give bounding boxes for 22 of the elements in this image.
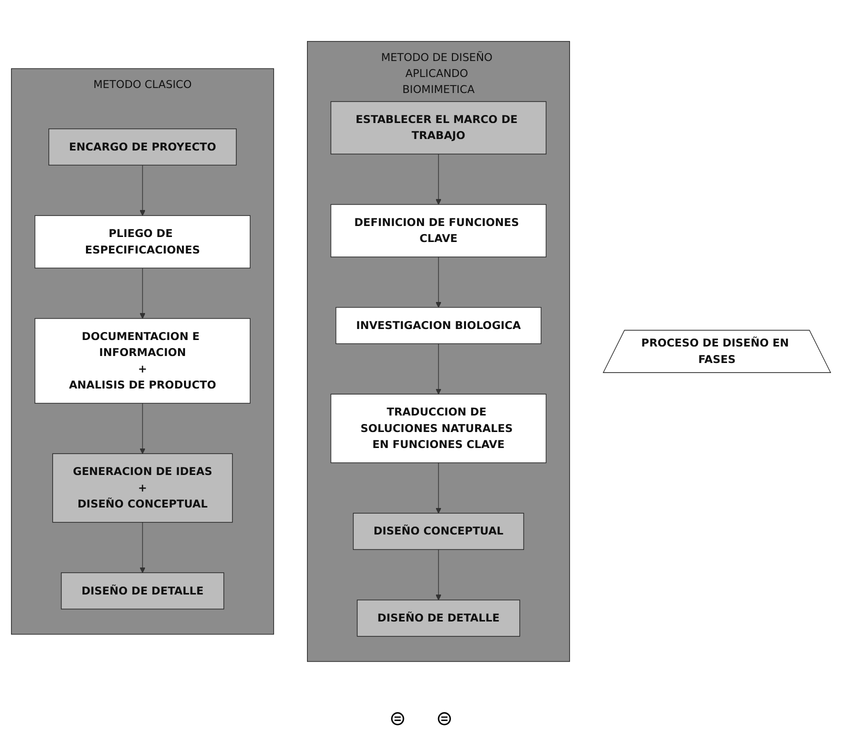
node-box: ESTABLECER EL MARCO DE TRABAJO — [330, 100, 546, 154]
node-box: DOCUMENTACION E INFORMACION + ANALISIS DE PRODUCTO — [34, 318, 250, 404]
arrow — [436, 153, 442, 204]
node-box: PLIEGO DE ESPECIFICACIONES — [34, 214, 250, 268]
node-box: ENCARGO DE PROYECTO — [48, 128, 237, 166]
node-box: GENERACION DE IDEAS + DISEÑO CONCEPTUAL — [52, 452, 233, 522]
node-box: DISEÑO CONCEPTUAL — [352, 512, 524, 550]
node-box: INVESTIGACION BIOLOGICA — [336, 306, 542, 344]
equal-sign: ⊜ — [436, 706, 453, 730]
equal-sign: ⊜ — [389, 706, 406, 730]
node-box: TRADUCCION DE SOLUCIONES NATURALES EN FUNCIONES CLAVE — [330, 393, 546, 463]
node-box: DISEÑO DE DETALLE — [356, 599, 520, 636]
arrow — [140, 402, 146, 454]
arrow — [436, 342, 442, 394]
node-box: DEFINICION DE FUNCIONES CLAVE — [330, 204, 546, 257]
arrow — [140, 164, 146, 216]
arrow — [140, 522, 146, 573]
arrow — [436, 256, 442, 308]
arrow — [140, 267, 146, 318]
node-box: DISEÑO DE DETALLE — [60, 572, 224, 609]
arrow — [436, 548, 442, 600]
arrow — [436, 462, 442, 514]
